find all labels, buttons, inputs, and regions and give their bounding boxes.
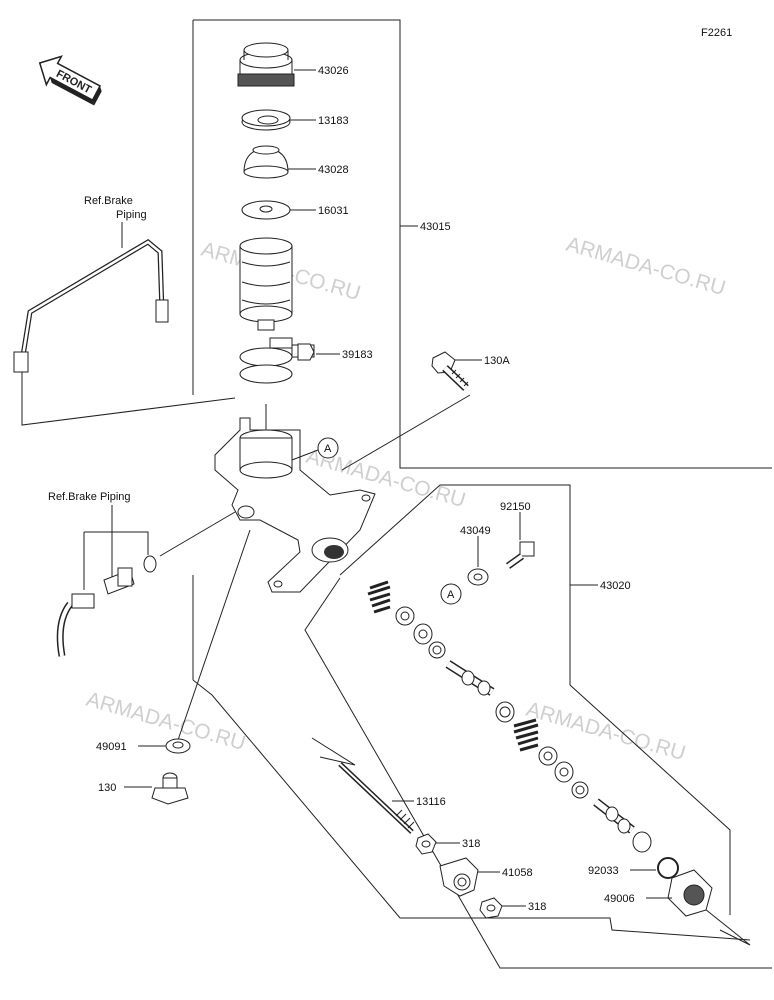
label-16031: 16031 [318,205,349,217]
callout-a-2: A [440,583,462,605]
front-arrow-icon: FRONT [38,55,102,106]
part-130A-bolt[interactable] [431,351,469,391]
bracket-43020-lower [304,577,772,969]
part-43049-washer[interactable] [467,568,489,586]
part-43028-diaphragm[interactable] [243,145,289,179]
part-130-bolt[interactable] [151,772,189,805]
part-41058-clevis[interactable] [439,857,479,897]
part-13116-pushrod[interactable] [338,762,415,834]
label-318-a: 318 [462,838,480,850]
piston-rod-2[interactable] [593,798,635,834]
part-49091-gasket[interactable] [165,738,191,754]
label-92150: 92150 [500,501,531,513]
label-43028: 43028 [318,164,349,176]
ref-brake-piping-label-2: Ref.Brake Piping [48,491,131,503]
label-43015: 43015 [420,221,451,233]
part-13183-plate[interactable] [241,109,291,131]
label-43026: 43026 [318,65,349,77]
part-16031-washer[interactable] [241,200,291,220]
reservoir-body[interactable] [239,237,293,331]
cup-seal-3[interactable] [428,641,446,659]
piston-spring-2[interactable] [513,718,539,752]
label-41058: 41058 [502,867,533,879]
label-318-b: 318 [528,901,546,913]
cup-seal-8[interactable] [632,831,652,853]
label-39183: 39183 [342,349,373,361]
master-cylinder-body[interactable] [214,417,376,593]
piston-rod-1[interactable] [445,660,495,696]
cup-seal-5[interactable] [538,746,558,766]
brake-pipe-upper[interactable] [13,238,169,373]
watermark-1: ARMADA-CO.RU [564,233,728,300]
callout-a-1: A [317,437,339,459]
figure-code: F2261 [701,27,732,39]
svg-text:A: A [324,443,332,455]
label-130A: 130A [484,355,510,367]
label-49091: 49091 [96,741,127,753]
label-130: 130 [98,782,116,794]
ref-brake-piping-label-1b: Piping [116,209,147,221]
part-43026-cap[interactable] [237,42,295,87]
cup-seal-1[interactable] [395,606,415,626]
label-13116: 13116 [416,796,446,808]
label-43049: 43049 [460,525,491,537]
cup-seal-2[interactable] [413,623,433,645]
svg-text:A: A [447,589,455,601]
ref-brake-piping-label-1a: Ref.Brake [84,195,133,207]
cup-seal-6[interactable] [554,761,574,783]
brake-hose-fitting[interactable] [56,555,157,657]
label-43020: 43020 [600,580,631,592]
cup-seal-4[interactable] [495,701,515,723]
part-92150-fitting[interactable] [505,541,535,569]
part-92033-circlip[interactable] [657,857,679,879]
part-318-nut-b[interactable] [479,897,503,919]
part-318-nut-a[interactable] [415,833,437,855]
bracket-43015 [193,19,772,469]
part-49006-boot[interactable] [667,869,713,917]
bracket-43015-lower [192,679,751,941]
part-39183-clamp[interactable] [239,337,315,384]
label-13183: 13183 [318,115,349,127]
label-49006: 49006 [604,893,635,905]
cup-seal-7[interactable] [571,781,589,799]
piston-spring-1[interactable] [367,580,391,614]
label-92033: 92033 [588,865,619,877]
